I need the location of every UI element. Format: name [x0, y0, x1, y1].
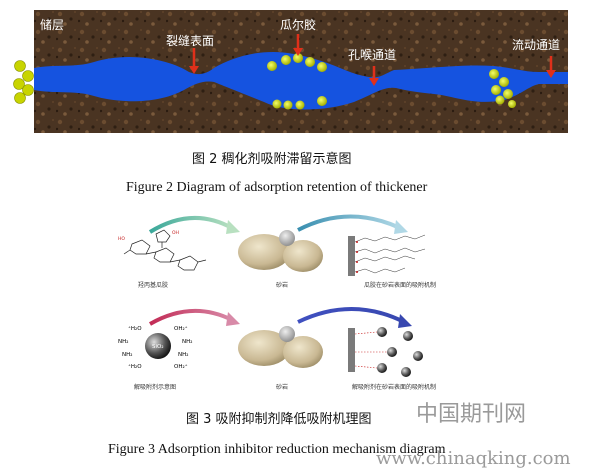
label-reservoir: 储层 [40, 18, 65, 32]
label-desorbent-mechanism: 解吸附剂在砂岩表面的吸附机制 [352, 384, 437, 391]
flow-channel [34, 51, 568, 110]
figure-3-caption-en: Figure 3 Adsorption inhibitor reduction … [108, 442, 446, 457]
gum-chains [354, 234, 426, 274]
label-pore-throat: 孔喉通道 [348, 48, 397, 62]
sandstone-rock-4 [283, 336, 323, 368]
sio2-group-3: NH₂ [118, 339, 128, 345]
figure-2-caption-cn: 图 2 稠化剂吸附滞留示意图 [192, 152, 352, 167]
bottom-right-arrow [297, 307, 405, 324]
sandstone-rock-3 [238, 330, 290, 366]
label-desorbent-diagram: 解吸附剂示意图 [134, 384, 177, 391]
surface-wall-top [348, 236, 355, 276]
label-hydroxypropyl-guar: 羟丙基瓜胶 [138, 282, 169, 289]
label-sandstone-bottom: 砂岩 [276, 384, 289, 391]
figure-3-image: HO OH SiO₂ ⁺H₂O OH₂⁺ NH₂ NH₂ NH₂ NH₂ ⁺H₂ [112, 206, 472, 398]
sio2-group-5: NH₂ [122, 352, 132, 358]
svg-text:HO: HO [118, 236, 125, 242]
coin-scale-2 [279, 326, 295, 342]
top-right-arrow [297, 214, 401, 232]
sio2-core-label: SiO₂ [152, 344, 164, 350]
sio2-group-4: NH₂ [182, 339, 192, 345]
sio2-group-8: OH₂⁺ [174, 363, 188, 370]
label-flow-channel: 流动通道 [512, 38, 561, 52]
bottom-left-arrow [149, 309, 233, 326]
guar-structure [123, 229, 207, 271]
desorbent-particles [377, 327, 423, 377]
sio2-group-1: ⁺H₂O [128, 325, 142, 332]
label-gum-mechanism: 瓜胶在砂岩表面的吸附机制 [364, 282, 437, 289]
left-particles [13, 60, 34, 104]
bond-dots-top [356, 241, 358, 273]
watermark-url: www.chinaqking.com [376, 448, 571, 469]
top-left-arrow [148, 216, 233, 234]
label-sandstone-top: 砂岩 [276, 282, 289, 289]
reservoir-diagram [8, 10, 568, 133]
coin-scale [279, 230, 295, 246]
sandstone-rock-1 [238, 234, 290, 270]
sio2-group-6: NH₂ [178, 352, 188, 358]
red-arrows [189, 34, 556, 86]
sio2-core [145, 333, 171, 359]
sandstone-rock-2 [283, 240, 323, 272]
figure-3-caption-cn: 图 3 吸附抑制剂降低吸附机理图 [186, 412, 372, 427]
sio2-group-7: ⁺H₂O [128, 363, 142, 370]
watermark-cn: 中国期刊网 [416, 402, 527, 427]
svg-text:OH: OH [172, 230, 179, 236]
figure-2-image: 储层 裂缝表面 瓜尔胶 孔喉通道 流动通道 [8, 10, 568, 133]
label-fracture-surface: 裂缝表面 [166, 34, 215, 48]
surface-wall-bottom [348, 328, 355, 372]
desorbent-bonds [354, 331, 387, 369]
figure-2-caption-en: Figure 2 Diagram of adsorption retention… [126, 180, 428, 195]
sio2-group-2: OH₂⁺ [174, 325, 188, 332]
label-guar-gum: 瓜尔胶 [280, 18, 317, 32]
mechanism-diagram: HO OH SiO₂ ⁺H₂O OH₂⁺ NH₂ NH₂ NH₂ NH₂ ⁺H₂ [118, 214, 426, 377]
